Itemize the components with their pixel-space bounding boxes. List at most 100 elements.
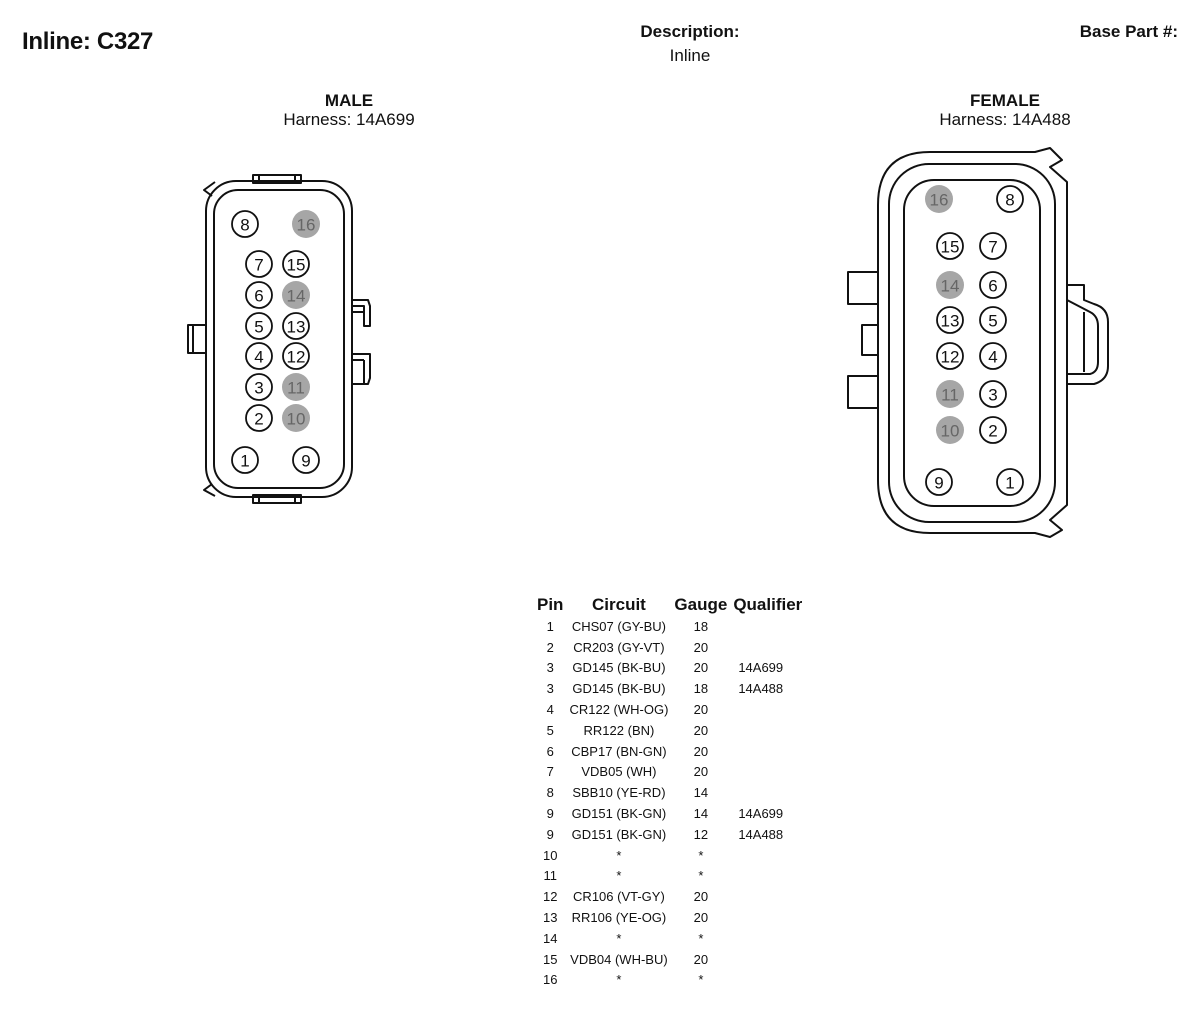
pin-number: 16 bbox=[542, 972, 558, 988]
wire-gauge: * bbox=[698, 847, 704, 863]
female-pin-socket bbox=[936, 271, 964, 299]
female-pin-socket bbox=[979, 306, 1007, 334]
pin-number: 5 bbox=[546, 722, 554, 738]
male-pin-socket bbox=[245, 281, 273, 309]
female-pin: 9 bbox=[925, 468, 953, 496]
description-label: Description: bbox=[640, 22, 740, 41]
circuit-name: GD145 (BK-BU) bbox=[572, 681, 666, 697]
male-pin: 12 bbox=[282, 342, 310, 370]
wire-gauge: 12 bbox=[693, 826, 709, 842]
male-pin-label: 11 bbox=[287, 379, 305, 398]
male-pin-label: 9 bbox=[301, 452, 310, 471]
circuit-name: RR122 (BN) bbox=[583, 722, 655, 738]
female-pin: 15 bbox=[936, 232, 964, 260]
male-pin: 9 bbox=[292, 446, 320, 474]
circuit-name: CHS07 (GY-BU) bbox=[571, 618, 666, 634]
male-pin-label: 8 bbox=[240, 216, 249, 235]
wire-gauge: * bbox=[698, 868, 704, 884]
male-pin: 8 bbox=[231, 210, 259, 238]
pin-column-header: Pin bbox=[537, 595, 564, 614]
female-pin-label: 9 bbox=[934, 474, 943, 493]
male-pin: 16 bbox=[292, 210, 320, 238]
male-pin-label: 2 bbox=[254, 410, 263, 429]
qualifier bbox=[730, 616, 805, 637]
female-harness-label: Harness: 14A488 bbox=[939, 110, 1071, 129]
male-pin-label: 1 bbox=[240, 452, 249, 471]
wire-gauge: 20 bbox=[693, 764, 709, 780]
circuit-name: CR203 (GY-VT) bbox=[573, 639, 665, 655]
female-pin-socket bbox=[936, 380, 964, 408]
male-pin: 1 bbox=[231, 446, 259, 474]
male-pin-socket bbox=[292, 446, 320, 474]
female-pin-label: 16 bbox=[930, 191, 949, 210]
wire-gauge: * bbox=[698, 972, 704, 988]
circuit-name: * bbox=[616, 847, 622, 863]
page-title: Inline: C327 bbox=[22, 28, 154, 55]
female-pin-label: 8 bbox=[1005, 191, 1014, 210]
male-pin: 3 bbox=[245, 373, 273, 401]
circuit-name: VDB05 (WH) bbox=[581, 764, 657, 780]
female-pin-label: 1 bbox=[1005, 474, 1014, 493]
female-pin: 13 bbox=[936, 306, 964, 334]
female-pin-label: 7 bbox=[988, 238, 997, 257]
male-pin: 15 bbox=[282, 250, 310, 278]
wire-gauge: 20 bbox=[693, 743, 709, 759]
female-pin-label: 3 bbox=[988, 386, 997, 405]
qualifier-column-header: Qualifier bbox=[733, 595, 803, 614]
male-pin: 7 bbox=[245, 250, 273, 278]
table-row: 7 VDB05 (WH) 20 bbox=[534, 762, 805, 783]
pin-number: 10 bbox=[542, 847, 558, 863]
female-pin-label: 4 bbox=[988, 348, 997, 367]
female-pin: 16 bbox=[925, 185, 953, 213]
pin-number: 9 bbox=[546, 806, 554, 822]
circuit-name: RR106 (YE-OG) bbox=[571, 910, 667, 926]
female-pin-socket bbox=[936, 306, 964, 334]
pin-number: 1 bbox=[546, 618, 554, 634]
wire-gauge: 20 bbox=[693, 910, 709, 926]
female-pin-socket bbox=[925, 468, 953, 496]
circuit-name: GD151 (BK-GN) bbox=[571, 826, 667, 842]
female-pin-socket bbox=[936, 342, 964, 370]
female-pin: 3 bbox=[979, 380, 1007, 408]
female-pin-socket bbox=[936, 232, 964, 260]
qualifier bbox=[730, 866, 805, 887]
male-pin-socket bbox=[282, 342, 310, 370]
qualifier bbox=[730, 782, 805, 803]
female-connector-body bbox=[847, 147, 1109, 538]
male-pin-socket bbox=[292, 210, 320, 238]
male-pin: 2 bbox=[245, 404, 273, 432]
wire-gauge: 18 bbox=[693, 681, 709, 697]
female-pin: 11 bbox=[936, 380, 964, 408]
circuit-name: CBP17 (BN-GN) bbox=[571, 743, 667, 759]
male-pin-socket bbox=[282, 373, 310, 401]
female-pin-socket bbox=[996, 468, 1024, 496]
female-connector-title: FEMALE bbox=[970, 91, 1040, 110]
male-pin-label: 12 bbox=[287, 348, 306, 367]
table-row: 14** bbox=[534, 928, 805, 949]
qualifier bbox=[730, 699, 805, 720]
female-pin: 7 bbox=[979, 232, 1007, 260]
qualifier bbox=[730, 907, 805, 928]
pin-number: 7 bbox=[546, 764, 554, 780]
male-pin: 5 bbox=[245, 312, 273, 340]
male-pin-label: 6 bbox=[254, 287, 263, 306]
male-pin: 14 bbox=[282, 281, 310, 309]
pin-number: 12 bbox=[542, 889, 558, 905]
male-pin-label: 7 bbox=[254, 256, 263, 275]
pin-number: 3 bbox=[546, 681, 554, 697]
female-pin: 5 bbox=[979, 306, 1007, 334]
male-pin-socket bbox=[282, 281, 310, 309]
male-pin-label: 5 bbox=[254, 318, 263, 337]
qualifier bbox=[730, 928, 805, 949]
circuit-name: CR122 (WH-OG) bbox=[569, 702, 669, 718]
female-pin-label: 15 bbox=[941, 238, 960, 257]
female-pin-label: 10 bbox=[941, 422, 960, 441]
male-harness-label: Harness: 14A699 bbox=[283, 110, 415, 129]
